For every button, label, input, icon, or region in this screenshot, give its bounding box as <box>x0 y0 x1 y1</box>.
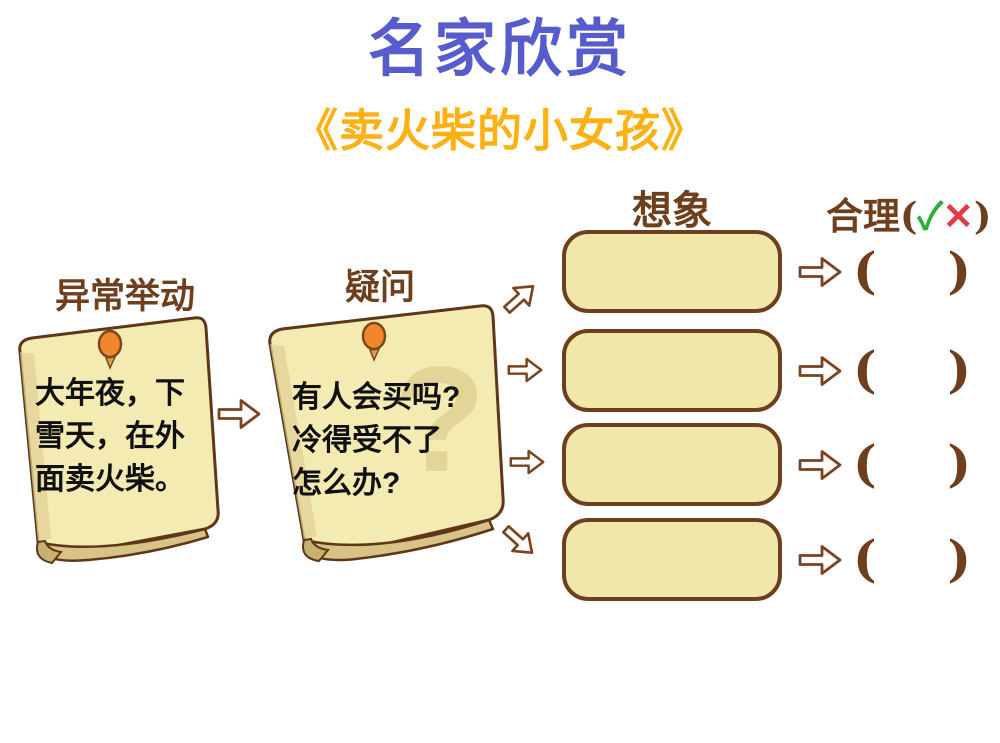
page-title: 名家欣赏 <box>367 15 632 84</box>
arrow-right-icon <box>798 257 842 287</box>
reasonable-column-header: 合理(✓✕) <box>826 186 1000 240</box>
open-paren: ( <box>853 241 877 300</box>
imagine-box-4 <box>562 518 782 601</box>
page-subtitle: 《卖火柴的小女孩》 <box>292 105 707 156</box>
note-label-question: 疑问 <box>344 267 415 308</box>
note-line: 面卖火柴。 <box>35 463 185 496</box>
note-label-unusual-behavior: 异常举动 <box>54 276 195 317</box>
close-paren: ) <box>947 241 971 300</box>
sticky-note-question: ? 有人会买吗? 冷得受不了 怎么办? <box>256 300 508 568</box>
arrow-right-icon <box>509 449 545 475</box>
cross-icon: ✕ <box>942 194 974 238</box>
pin-icon <box>361 321 387 362</box>
arrow-right-icon <box>798 450 842 480</box>
note-text-unusual-behavior: 大年夜，下 雪天，在外 面卖火柴。 <box>35 372 185 501</box>
arrow-right-icon <box>798 356 842 386</box>
open-paren: ( <box>853 340 877 399</box>
arrow-right-icon <box>217 399 261 429</box>
reasonable-label-close: ) <box>973 194 992 238</box>
note-text-question: 有人会买吗? 冷得受不了 怎么办? <box>292 376 460 505</box>
note-line: 怎么办? <box>292 467 401 500</box>
note-line: 雪天，在外 <box>35 420 185 453</box>
check-icon: ✓ <box>917 194 943 238</box>
note-line: 有人会买吗? <box>292 381 461 414</box>
sticky-note-graphic <box>268 304 505 563</box>
close-paren: ) <box>947 340 971 399</box>
arrow-down-right-icon <box>502 525 534 555</box>
reasonable-label-open: 合理( <box>826 194 918 238</box>
imagine-box-1 <box>562 230 782 313</box>
question-watermark: ? <box>394 335 486 503</box>
pin-icon <box>97 329 123 370</box>
open-paren: ( <box>853 529 877 588</box>
answer-slot-4: () <box>853 530 971 588</box>
arrow-up-right-icon <box>503 284 535 314</box>
close-paren: ) <box>947 434 971 493</box>
arrow-right-icon <box>798 545 842 575</box>
answer-slot-1: () <box>853 242 971 300</box>
sticky-note-unusual-behavior: 大年夜，下 雪天，在外 面卖火柴。 <box>8 314 226 566</box>
open-paren: ( <box>853 434 877 493</box>
note-line: 冷得受不了 <box>292 424 442 457</box>
arrow-right-icon <box>507 357 543 383</box>
answer-slot-3: () <box>853 435 971 493</box>
imagine-column-header: 想象 <box>632 187 712 234</box>
answer-slot-2: () <box>853 341 971 399</box>
note-line: 大年夜，下 <box>35 377 185 410</box>
sticky-note-graphic <box>18 316 220 565</box>
imagine-box-3 <box>562 423 782 506</box>
imagine-box-2 <box>562 329 782 412</box>
close-paren: ) <box>947 529 971 588</box>
